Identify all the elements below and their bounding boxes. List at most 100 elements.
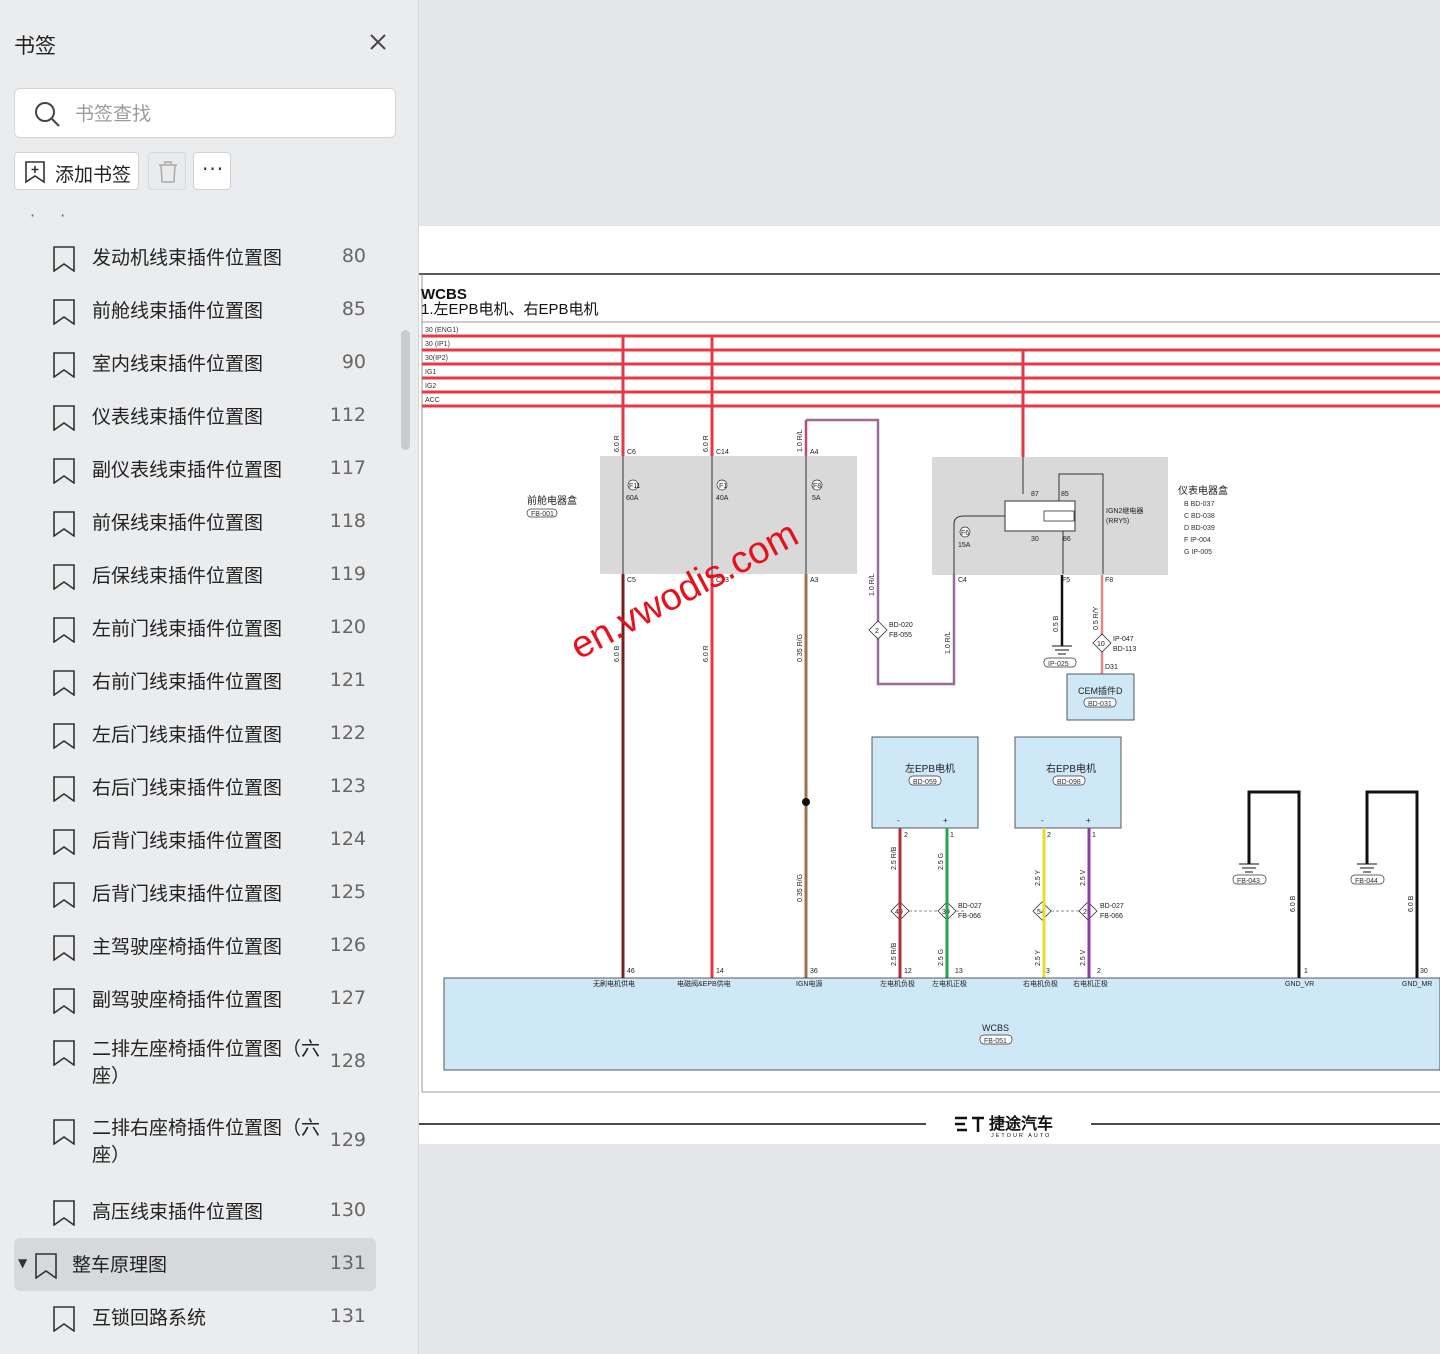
bookmark-label: 二排左座椅插件位置图（六座） xyxy=(92,1038,321,1087)
wire-label: 1.0 R/L xyxy=(945,631,952,654)
bookmark-page: 127 xyxy=(329,987,366,1009)
left-motor-plus: + xyxy=(943,816,948,825)
bookmark-item[interactable]: 二排左座椅插件位置图（六座） 128 xyxy=(14,1026,376,1105)
pin-label: F8 xyxy=(1105,577,1113,584)
wcbs-pin-label: 无刷电机供电 xyxy=(593,979,635,988)
splice-code: BD-027 xyxy=(1100,903,1124,910)
ground-code: IP-025 xyxy=(1048,661,1069,668)
bookmark-page: 117 xyxy=(329,457,366,479)
bookmark-page: 126 xyxy=(329,934,366,956)
wire-label: 6.0 B xyxy=(1408,895,1415,912)
more-options-button[interactable]: ··· xyxy=(193,152,231,190)
fuse-id: F11 xyxy=(629,483,641,490)
bookmark-item[interactable]: 后背门线束插件位置图 125 xyxy=(14,867,376,920)
bus-label: IG1 xyxy=(425,369,436,376)
brand-logo-icon xyxy=(955,1116,984,1132)
fuse-rating: 15A xyxy=(958,542,971,549)
ip-box-name: 仪表电器盒 xyxy=(1178,484,1228,497)
cem-name: CEM插件D xyxy=(1078,685,1123,696)
wire-label: 0.5 R/Y xyxy=(1093,606,1100,630)
bus-label: 30(IP2) xyxy=(425,355,448,362)
collapse-triangle-icon[interactable]: ▼ xyxy=(18,1256,28,1270)
bookmark-icon xyxy=(35,1253,57,1279)
wcbs-pin-label: GND_MR xyxy=(1402,981,1432,988)
bookmark-label: 主驾驶座椅插件位置图 xyxy=(92,936,283,958)
pin-label: F5 xyxy=(1062,577,1070,584)
wcbs-pin: 3 xyxy=(1046,968,1050,975)
bookmark-label: 前舱线束插件位置图 xyxy=(92,300,264,322)
add-bookmark-icon xyxy=(25,161,45,184)
motor-pin: 1 xyxy=(950,832,954,839)
bus-label: IG2 xyxy=(425,383,436,390)
bookmark-icon xyxy=(53,1040,75,1066)
wcbs-name: WCBS xyxy=(982,1023,1009,1033)
wcbs-pin-label: 右电机负极 xyxy=(1023,979,1058,988)
bookmark-page: 125 xyxy=(329,881,366,903)
bookmark-page: 112 xyxy=(329,404,366,426)
wire-label: 6.0 B xyxy=(1290,895,1297,912)
splice-code: BD-113 xyxy=(1113,646,1136,653)
bookmark-item[interactable]: 二排右座椅插件位置图（六座）129 xyxy=(14,1105,376,1184)
wcbs-pin: 12 xyxy=(904,968,912,975)
scrollbar[interactable] xyxy=(401,330,410,450)
bookmark-icon xyxy=(53,1306,75,1332)
wire-label: 6.0 R xyxy=(703,435,710,452)
bookmark-item[interactable]: 主驾驶座椅插件位置图 126 xyxy=(14,920,376,973)
panel-title: 书签 xyxy=(14,34,56,58)
bookmark-icon xyxy=(53,458,75,484)
wcbs-pin-label: 左电机正极 xyxy=(932,979,967,988)
delete-bookmark-button[interactable] xyxy=(148,152,186,190)
fuse-id: F8 xyxy=(813,483,821,490)
bookmark-page: 121 xyxy=(329,669,366,691)
cem-pin: D31 xyxy=(1105,664,1118,671)
wcbs-pin: 13 xyxy=(955,968,963,975)
relay-pin: 87 xyxy=(1031,491,1039,498)
bookmark-item[interactable]: 前舱线束插件位置图 85 xyxy=(14,284,376,337)
bookmark-label: 发动机线束插件位置图 xyxy=(92,247,283,269)
bookmark-icon xyxy=(53,511,75,537)
bookmark-panel: 书签 添加书签 ··· · · 发动机线束插件位置图80前舱线束插件位置图85室… xyxy=(0,0,419,1354)
bookmark-page: 85 xyxy=(341,298,366,320)
left-motor-code: BD-059 xyxy=(913,779,937,786)
ground-code: FB-044 xyxy=(1355,878,1378,885)
wire-label: 0.35 R/G xyxy=(797,874,804,902)
bookmark-label: 后背门线束插件位置图 xyxy=(92,830,283,852)
close-icon[interactable] xyxy=(366,30,390,54)
bookmark-icon xyxy=(53,935,75,961)
bus-label: 30 (ENG1) xyxy=(425,327,458,334)
bookmark-page: 90 xyxy=(341,351,366,373)
search-input[interactable] xyxy=(73,99,377,129)
wcbs-pin: 36 xyxy=(810,968,818,975)
wire-label: 2.5 G xyxy=(938,949,945,966)
wcbs-pin: 14 xyxy=(716,968,724,975)
bookmark-icon xyxy=(53,670,75,696)
pin-label: A3 xyxy=(810,577,819,584)
front-box-code: FB-001 xyxy=(531,511,554,518)
ip-box-conn: G IP-005 xyxy=(1184,549,1212,556)
bookmark-label: 后背门线束插件位置图 xyxy=(92,883,283,905)
wcbs-pin-label: IGN电源 xyxy=(796,979,822,988)
bookmark-page: 128 xyxy=(329,1050,366,1072)
bookmark-label: 左后门线束插件位置图 xyxy=(92,724,283,746)
motor-pin: 2 xyxy=(904,832,908,839)
add-bookmark-button[interactable]: 添加书签 xyxy=(14,152,139,190)
fuse-rating: 5A xyxy=(812,495,821,502)
relay-pin: 85 xyxy=(1061,491,1069,498)
ip-box-conn: D BD-039 xyxy=(1184,525,1215,532)
bookmark-search[interactable] xyxy=(14,88,396,138)
